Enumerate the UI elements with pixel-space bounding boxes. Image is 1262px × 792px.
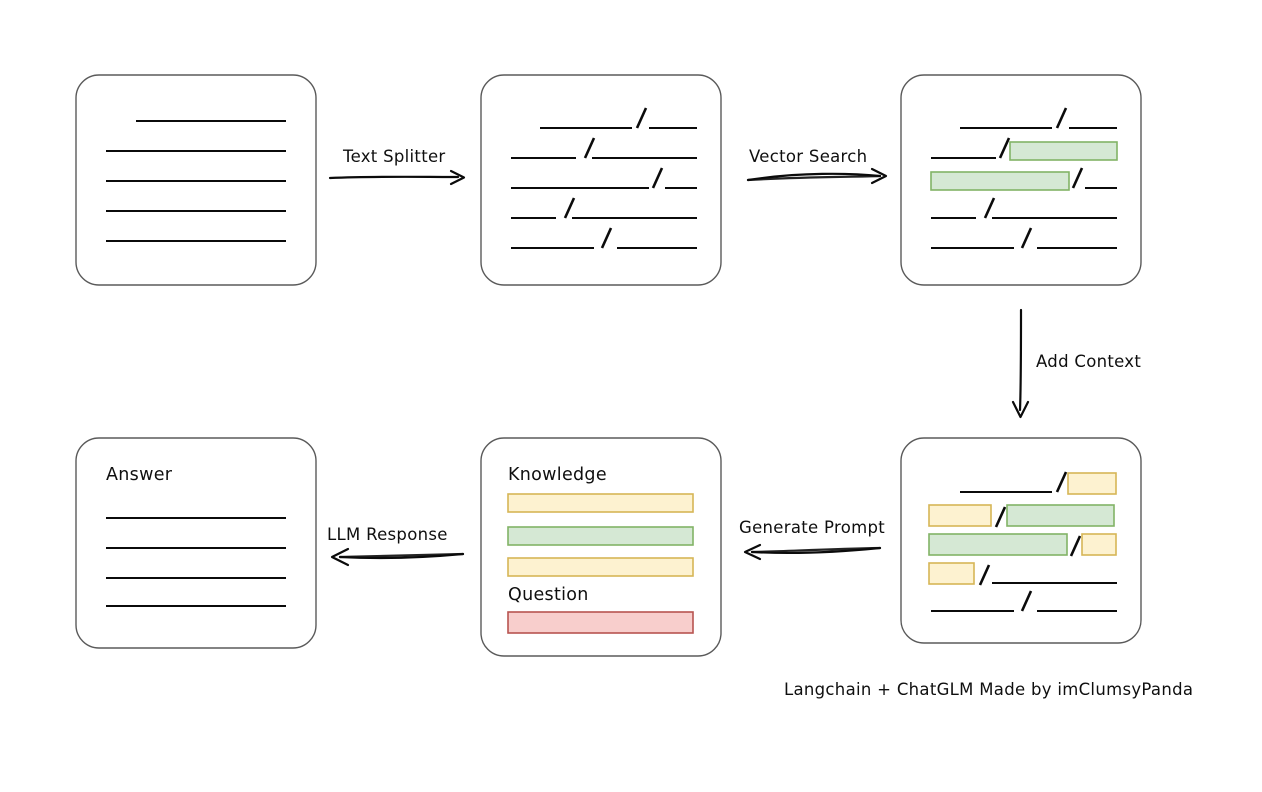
arrow-label-generate-prompt: Generate Prompt	[739, 518, 885, 537]
node-matched-chunks	[900, 74, 1142, 286]
knowledge-heading: Knowledge	[508, 465, 607, 485]
diagram-caption: Langchain + ChatGLM Made by imClumsyPand…	[784, 680, 1194, 699]
node-split-chunks	[480, 74, 722, 286]
node-prompt	[480, 437, 722, 657]
arrow-vector-search	[746, 167, 888, 185]
arrow-text-splitter	[328, 169, 466, 186]
arrow-label-vector-search: Vector Search	[749, 147, 868, 166]
question-heading: Question	[508, 585, 589, 605]
arrow-label-llm-response: LLM Response	[327, 525, 448, 544]
answer-title: Answer	[106, 465, 173, 485]
arrow-label-add-context: Add Context	[1036, 352, 1142, 371]
arrow-llm-response	[330, 547, 465, 567]
arrow-add-context	[1011, 308, 1030, 419]
node-answer	[75, 437, 317, 649]
arrow-generate-prompt	[743, 543, 882, 561]
node-source-document	[75, 74, 317, 286]
node-context-chunks	[900, 437, 1142, 644]
arrow-label-text-splitter: Text Splitter	[343, 147, 446, 166]
